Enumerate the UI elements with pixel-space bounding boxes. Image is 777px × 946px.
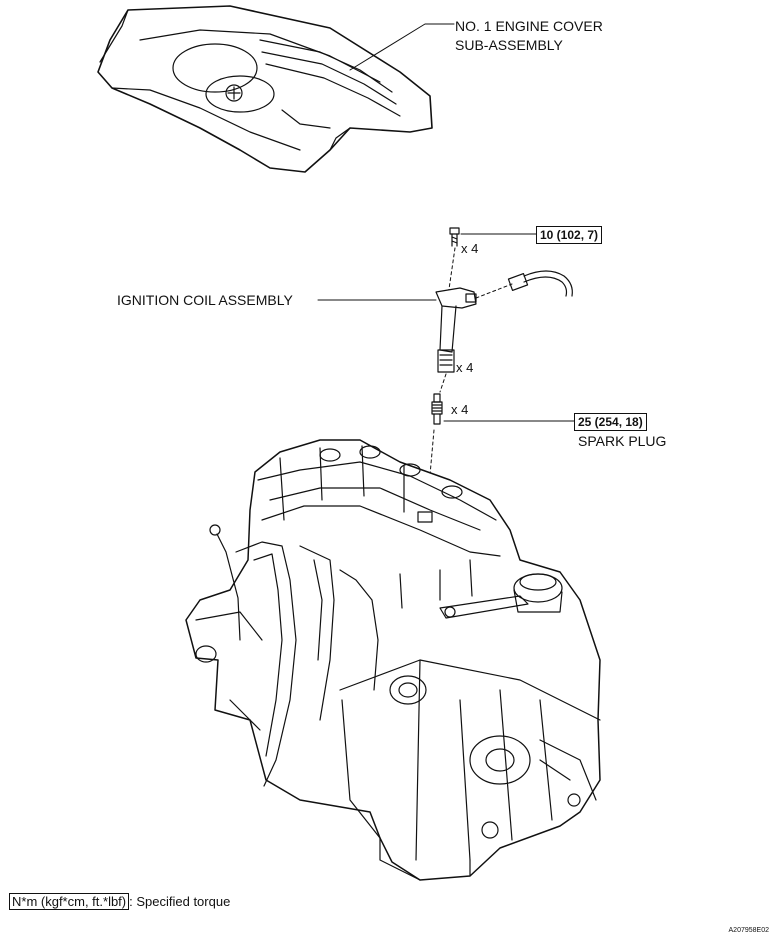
coil-connector bbox=[507, 270, 573, 297]
bolt-quantity: x 4 bbox=[461, 241, 479, 256]
coil-bolt bbox=[449, 227, 460, 247]
ignition-coil-label: IGNITION COIL ASSEMBLY bbox=[117, 292, 293, 308]
engine-cover bbox=[97, 5, 433, 173]
spark-plug-torque: 25 (254, 18) bbox=[574, 413, 647, 431]
figure-code: A207958E02 bbox=[728, 927, 769, 934]
engine-assembly bbox=[185, 439, 601, 881]
engine-cover-label-line1: NO. 1 ENGINE COVER bbox=[455, 18, 603, 34]
torque-legend: N*m (kgf*cm, ft.*lbf): Specified torque bbox=[9, 893, 230, 910]
coil-bolt-torque: 10 (102, 7) bbox=[536, 226, 603, 244]
torque-legend-text: : Specified torque bbox=[129, 894, 231, 909]
torque-unit: N*m (kgf*cm, ft.*lbf) bbox=[9, 893, 130, 910]
spark-plug bbox=[431, 393, 443, 425]
spark-plug-label: SPARK PLUG bbox=[578, 433, 667, 449]
ignition-coil bbox=[435, 287, 477, 373]
plug-quantity: x 4 bbox=[451, 402, 469, 417]
engine-cover-label-line2: SUB-ASSEMBLY bbox=[455, 37, 563, 53]
coil-quantity: x 4 bbox=[456, 360, 474, 375]
